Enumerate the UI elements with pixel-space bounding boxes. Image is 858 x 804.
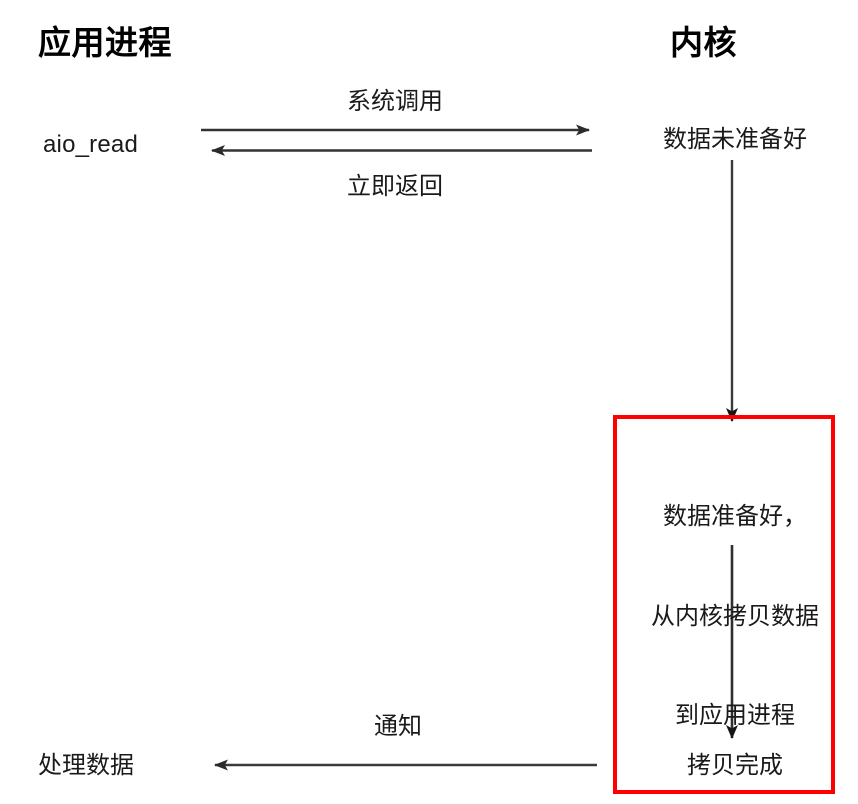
label-system-call: 系统调用 (347, 88, 443, 115)
label-immediate-return: 立即返回 (347, 173, 443, 200)
label-aio-read: aio_read (43, 131, 139, 158)
label-process-data: 处理数据 (38, 752, 134, 779)
column-title-application-process: 应用进程 (38, 24, 172, 61)
label-notify: 通知 (374, 713, 422, 740)
copy-phase-highlight-box (613, 415, 835, 794)
label-copy-done: 拷贝完成 (687, 752, 783, 779)
copy-phase-text-line-1: 数据准备好， (663, 503, 807, 531)
copy-phase-text-line-3: 到应用进程 (675, 701, 795, 729)
column-title-kernel: 内核 (670, 24, 737, 61)
copy-phase-text: 数据准备好， 从内核拷贝数据 到应用进程 (651, 434, 819, 798)
label-data-not-ready: 数据未准备好 (663, 126, 807, 153)
copy-phase-text-line-2: 从内核拷贝数据 (651, 602, 819, 630)
